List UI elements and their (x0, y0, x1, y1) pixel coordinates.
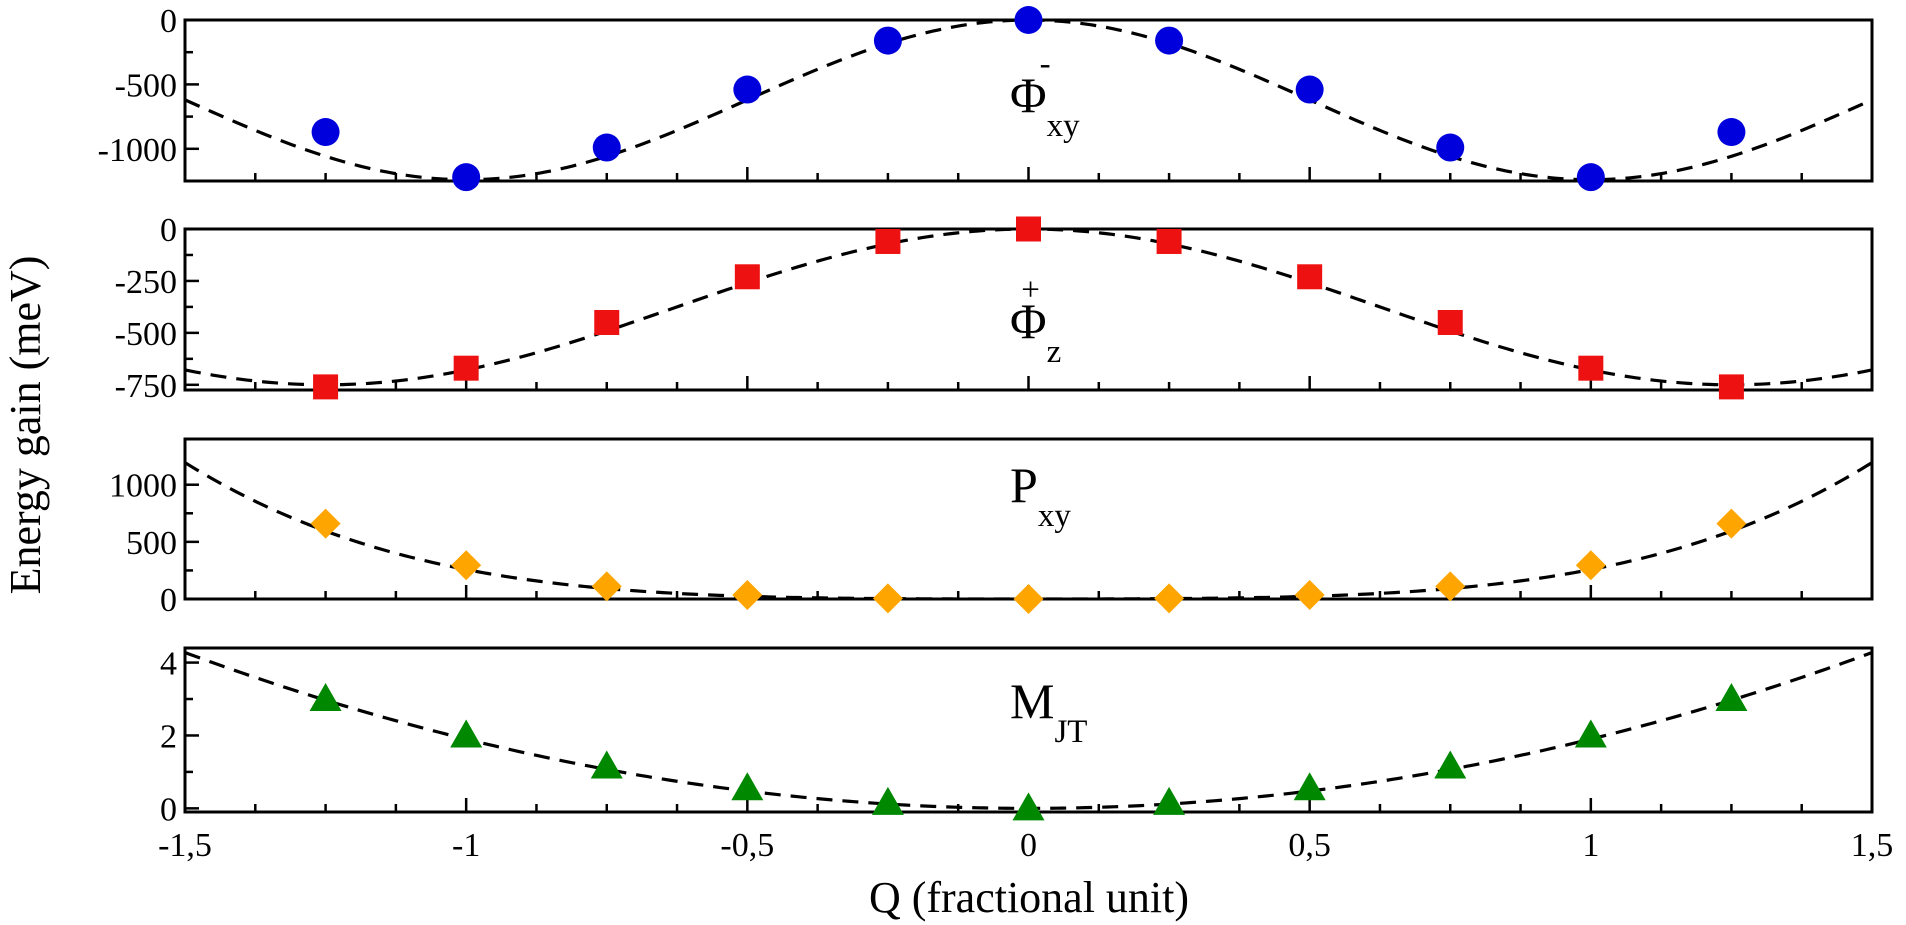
panel-label-subscript: z (1047, 334, 1062, 370)
data-point (1578, 355, 1604, 381)
panel-label-main: P (1010, 457, 1038, 513)
panel-label-main: Φ (1010, 67, 1047, 123)
data-point (872, 583, 903, 614)
data-point (1437, 309, 1463, 335)
data-point (1014, 6, 1043, 34)
data-point (1576, 163, 1605, 192)
x-tick-label: -1 (452, 827, 480, 864)
data-point (1715, 683, 1748, 712)
data-point (1574, 719, 1607, 748)
data-point (309, 683, 342, 712)
data-point (594, 309, 620, 335)
x-tick-label: 1 (1582, 827, 1599, 864)
y-tick-label: 0 (160, 212, 177, 249)
y-axis-label: Energy gain (meV) (1, 256, 50, 595)
panel-label: Φz+ (1010, 272, 1061, 370)
panel-1: 0 -500 -1000 Φxy - (98, 3, 1874, 192)
x-tick-label: -0,5 (720, 827, 774, 864)
data-point (1156, 228, 1182, 254)
x-tick-label: 0,5 (1288, 827, 1331, 864)
x-tick-label: -1,5 (158, 827, 212, 864)
panel-label-subscript: xy (1038, 498, 1072, 534)
panel-label-main: M (1010, 673, 1054, 729)
y-tick-label: 1000 (109, 468, 177, 505)
y-tick-label: -500 (115, 316, 177, 353)
data-point (1155, 26, 1184, 55)
data-point (875, 228, 901, 254)
data-point (1012, 792, 1045, 821)
panel-label-superscript: - (1040, 46, 1051, 82)
data-point (310, 508, 341, 539)
y-tick-label: 0 (160, 3, 177, 40)
data-point (1717, 118, 1746, 147)
panel-2: 0 -250 -500 -750 Φz+ (115, 212, 1874, 405)
data-point (1718, 374, 1744, 400)
y-tick-label: 2 (160, 718, 177, 755)
panel-label: MJT (1010, 673, 1087, 750)
y-tick-label: -1000 (98, 132, 177, 169)
data-point (1297, 264, 1323, 290)
data-point (311, 118, 340, 147)
data-point (313, 374, 339, 400)
panel-label-superscript: + (1021, 272, 1040, 308)
data-point (1013, 584, 1044, 614)
data-point (451, 550, 482, 581)
data-point (452, 163, 481, 192)
x-axis-label: Q (fractional unit) (869, 873, 1189, 922)
panel-3: 0 500 1000 Pxy (109, 437, 1874, 619)
data-point (450, 719, 483, 748)
data-point (1434, 750, 1467, 779)
data-point (590, 750, 623, 779)
x-axis: -1,5 -1 -0,5 0 0,5 1 1,5 (158, 827, 1893, 864)
data-point (732, 580, 763, 610)
data-point (1293, 772, 1326, 801)
y-tick-label: 0 (160, 791, 177, 828)
data-point (1016, 216, 1041, 242)
data-point (1154, 583, 1185, 614)
data-point (734, 264, 760, 290)
data-point (873, 26, 902, 55)
panel-label-main: Φ (1010, 293, 1047, 349)
data-point (1435, 571, 1466, 602)
y-tick-label: 500 (126, 525, 177, 562)
data-point (1294, 580, 1325, 610)
panel-label: Φxy - (1010, 46, 1080, 144)
x-tick-label: 1,5 (1851, 827, 1894, 864)
data-point (733, 75, 762, 104)
data-point (453, 355, 479, 381)
data-point (731, 772, 764, 801)
data-point (591, 571, 622, 602)
y-tick-label: 0 (160, 582, 177, 619)
data-point (1436, 133, 1465, 162)
data-point (1153, 786, 1186, 815)
y-tick-label: 4 (160, 646, 177, 683)
data-point (1575, 550, 1606, 581)
y-tick-label: -250 (115, 264, 177, 301)
y-tick-label: -500 (115, 67, 177, 104)
panel-label-subscript: JT (1054, 714, 1087, 750)
data-point (1716, 508, 1747, 539)
y-tick-label: -750 (115, 368, 177, 405)
data-point (592, 133, 621, 162)
panel-label-subscript: xy (1047, 108, 1081, 144)
x-tick-label: 0 (1020, 827, 1037, 864)
panel-label: Pxy (1010, 457, 1071, 534)
data-point (871, 786, 904, 815)
data-point (1295, 75, 1324, 104)
